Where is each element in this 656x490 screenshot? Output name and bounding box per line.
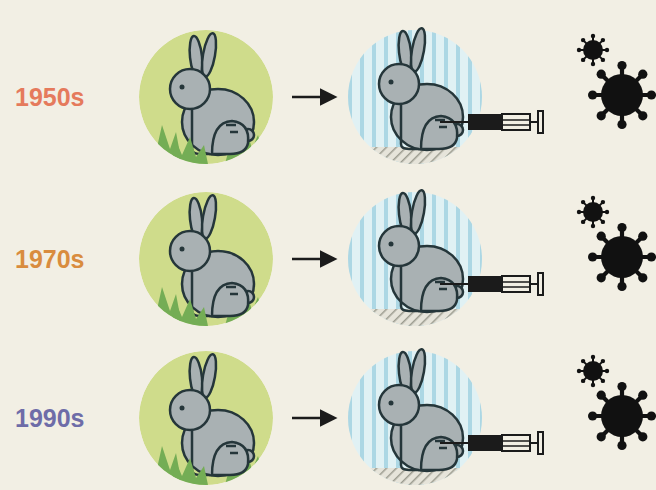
year-label: 1950s xyxy=(15,82,85,112)
row-illustration xyxy=(139,189,656,329)
row-illustration xyxy=(139,27,656,167)
year-label: 1970s xyxy=(15,244,85,274)
row-illustration xyxy=(139,348,656,488)
year-label: 1990s xyxy=(15,403,85,433)
